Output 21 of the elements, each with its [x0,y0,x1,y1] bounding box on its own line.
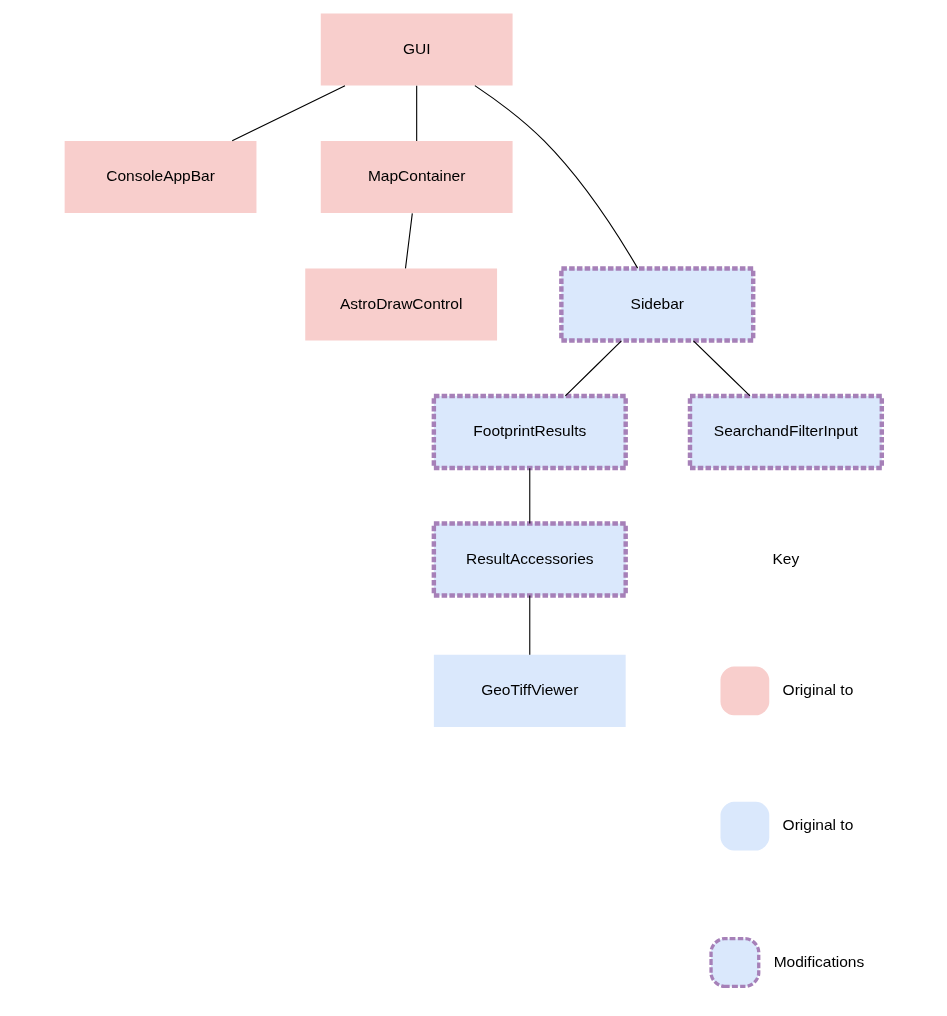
connector [416,84,418,141]
node-box: MapContainer [320,140,513,213]
connector [474,84,639,269]
node-box: GeoTiffViewer [433,654,626,727]
connector [231,84,346,141]
legend-label: Modifications [773,952,865,970]
node-box: AstroDrawControl [305,267,498,340]
legend-label: Original to [782,680,854,698]
node-box: ConsoleAppBar [64,140,257,213]
connector [404,212,413,269]
node-box: SearchandFilterInput [687,393,884,470]
legend-label: Original to [782,815,854,833]
connector [529,594,531,655]
label: Key [772,549,800,567]
node-box: FootprintResults [431,393,628,470]
connector [692,339,751,396]
connector [529,467,531,524]
node-box: Sidebar [559,265,756,343]
node-box: GUI [320,12,513,85]
connector [564,339,622,396]
node-box: ResultAccessories [431,520,628,598]
